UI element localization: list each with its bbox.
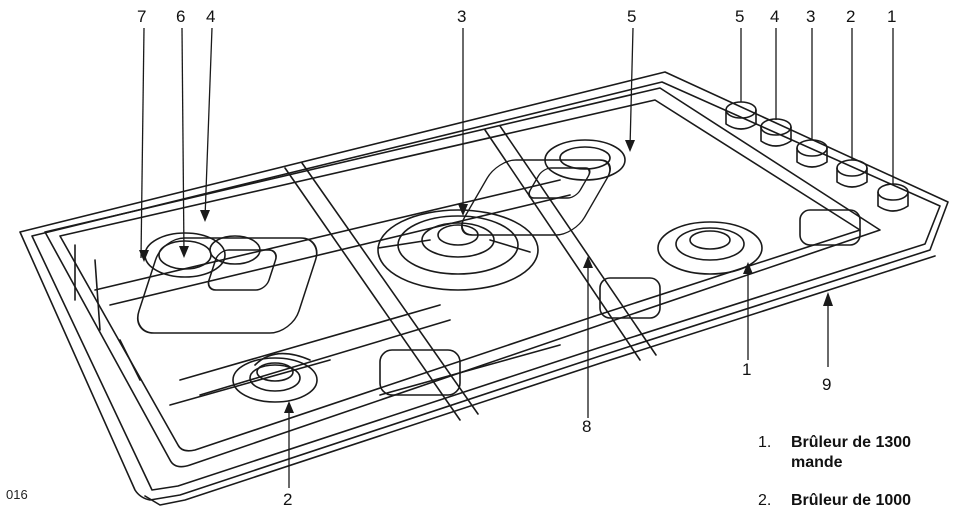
pan-support-frame: [44, 87, 881, 468]
legend: 1. Brûleur de 1300 mande 2. Brûleur de 1…: [758, 433, 953, 511]
callout-2-bottom: 2: [283, 490, 293, 509]
callout-4: 4: [206, 7, 216, 26]
burner-3: [377, 209, 539, 291]
callout-knob-4: 4: [770, 7, 780, 26]
callout-knob-3: 3: [806, 7, 816, 26]
hob-plate: [19, 71, 949, 501]
legend-number: 1.: [758, 434, 772, 451]
callout-knob-2: 2: [846, 7, 856, 26]
control-knobs: [725, 101, 909, 212]
burner-2: [232, 357, 318, 403]
callout-knob-5: 5: [735, 7, 745, 26]
callout-7: 7: [137, 7, 147, 26]
burner-1: [657, 221, 763, 275]
legend-item: 1. Brûleur de 1300 mande: [758, 433, 953, 473]
legend-number: 2.: [758, 492, 772, 509]
legend-text: Brûleur de 1000: [791, 492, 912, 509]
callout-knob-1: 1: [887, 7, 897, 26]
legend-continuation: mande: [791, 454, 843, 471]
callout-5: 5: [627, 7, 637, 26]
legend-text: Brûleur de 1300: [791, 434, 912, 451]
callout-1-bottom: 1: [742, 360, 752, 379]
callout-3: 3: [457, 7, 467, 26]
callout-9: 9: [822, 375, 832, 394]
burner-5: [544, 139, 626, 181]
figure-code: 016: [6, 487, 28, 502]
callout-8: 8: [582, 417, 592, 436]
legend-item: 2. Brûleur de 1000: [758, 491, 953, 511]
callout-6: 6: [176, 7, 186, 26]
callout-leader-lines: [140, 27, 894, 488]
